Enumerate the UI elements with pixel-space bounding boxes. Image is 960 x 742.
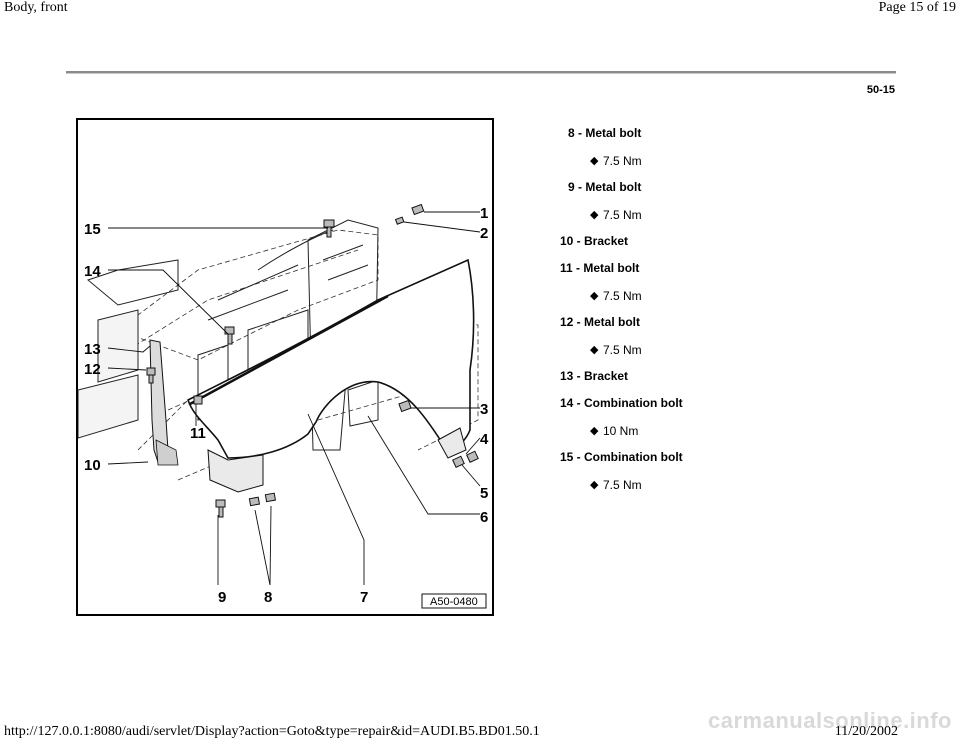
legend-item: 9 - Metal bolt (520, 174, 860, 201)
legend-label: 12 - Metal bolt (560, 315, 641, 329)
torque-spec: ◆ 7.5 Nm (520, 471, 860, 498)
callout-8: 8 (264, 589, 272, 606)
callout-7: 7 (360, 589, 368, 606)
figure-code: A50-0480 (430, 596, 478, 608)
callout-1: 1 (480, 205, 488, 222)
legend-item: 14 - Combination bolt (520, 390, 860, 417)
watermark: carmanualsonline.info (708, 708, 952, 733)
legend-label: 15 - Combination bolt (560, 450, 683, 464)
diamond-bullet-icon: ◆ (590, 209, 599, 221)
callout-12: 12 (84, 361, 101, 378)
callout-9: 9 (218, 589, 226, 606)
figure-code-box (421, 593, 487, 609)
diamond-bullet-icon: ◆ (590, 290, 599, 302)
callout-3: 3 (480, 401, 488, 418)
torque-spec: ◆ 7.5 Nm (520, 147, 860, 174)
legend-label: 13 - Bracket (560, 369, 629, 383)
legend-label: 10 - Bracket (560, 234, 629, 248)
torque-spec: ◆ 7.5 Nm (520, 336, 860, 363)
callout-2: 2 (480, 225, 488, 242)
parts-legend: 8 - Metal bolt ◆ 7.5 Nm 9 - Metal bolt ◆… (520, 120, 860, 498)
diamond-bullet-icon: ◆ (590, 155, 599, 167)
callout-6: 6 (480, 509, 488, 526)
callout-10: 10 (84, 457, 101, 474)
torque-value: 10 Nm (603, 424, 639, 438)
torque-value: 7.5 Nm (603, 289, 642, 303)
callout-15: 15 (84, 221, 101, 238)
diamond-bullet-icon: ◆ (590, 344, 599, 356)
legend-label: 11 - Metal bolt (560, 261, 640, 275)
torque-spec: ◆ 10 Nm (520, 417, 860, 444)
legend-label: 8 - Metal bolt (568, 126, 642, 140)
fender-assembly-drawing: 1 2 3 4 5 6 7 8 9 10 11 12 13 14 15 A50-… (78, 203, 489, 609)
legend-item: 11 - Metal bolt (520, 255, 860, 282)
callout-14: 14 (84, 263, 101, 280)
legend-item: 12 - Metal bolt (520, 309, 860, 336)
torque-value: 7.5 Nm (603, 343, 642, 357)
exploded-diagram-figure: 1 2 3 4 5 6 7 8 9 10 11 12 13 14 15 A50-… (76, 118, 494, 616)
legend-item: 15 - Combination bolt (520, 444, 860, 471)
header-rule (66, 71, 896, 74)
torque-value: 7.5 Nm (603, 154, 642, 168)
legend-label: 9 - Metal bolt (568, 180, 642, 194)
diamond-bullet-icon: ◆ (590, 425, 599, 437)
callout-11: 11 (190, 425, 206, 442)
torque-value: 7.5 Nm (603, 478, 642, 492)
legend-item: 13 - Bracket (520, 363, 860, 390)
torque-spec: ◆ 7.5 Nm (520, 282, 860, 309)
torque-spec: ◆ 7.5 Nm (520, 201, 860, 228)
footer-url: http://127.0.0.1:8080/audi/servlet/Displ… (4, 724, 540, 739)
footer-date: 11/20/2002 (834, 724, 898, 739)
callout-5: 5 (480, 485, 488, 502)
page-indicator: Page 15 of 19 (878, 0, 956, 15)
diamond-bullet-icon: ◆ (590, 479, 599, 491)
document-title: Body, front (4, 0, 68, 15)
torque-value: 7.5 Nm (603, 208, 642, 222)
legend-item: 10 - Bracket (520, 228, 860, 255)
page-number: 50-15 (866, 84, 895, 96)
legend-label: 14 - Combination bolt (560, 396, 683, 410)
callout-13: 13 (84, 341, 101, 358)
callout-4: 4 (480, 431, 489, 448)
legend-item: 8 - Metal bolt (520, 120, 860, 147)
